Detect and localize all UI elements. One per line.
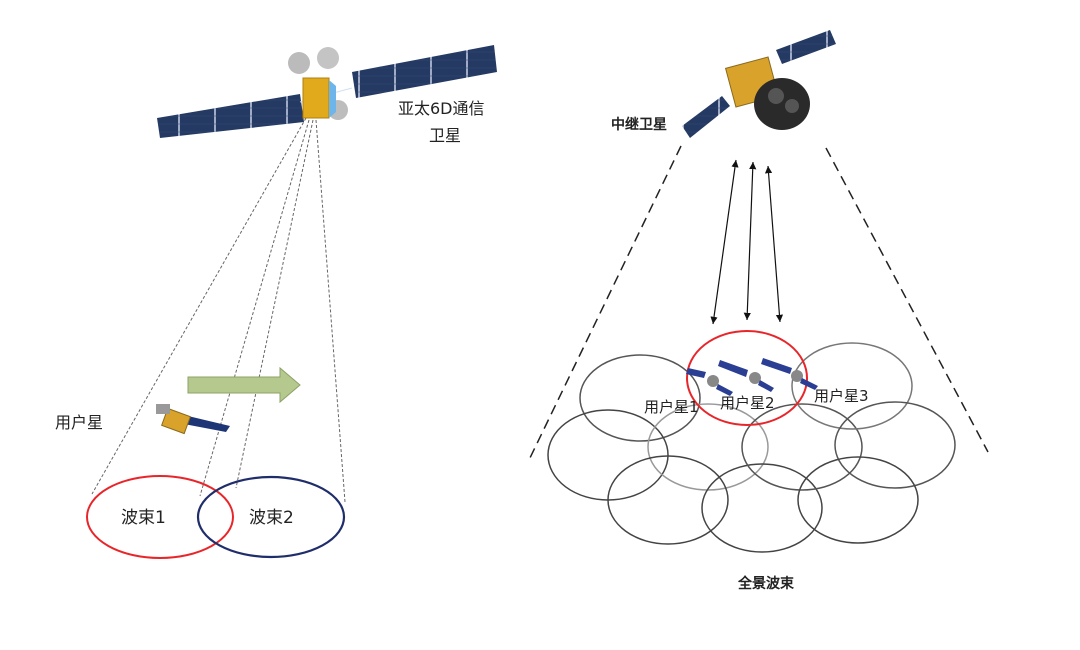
beam1-ellipse — [86, 475, 234, 559]
user-satellite-3-label: 用户星3 — [814, 387, 869, 405]
user-satellite-label: 用户星 — [55, 413, 103, 432]
relay-link-arrows — [710, 159, 784, 325]
beam-line — [91, 117, 307, 495]
beam2-label: 波束2 — [249, 508, 294, 528]
coverage-line-left — [527, 145, 682, 463]
user-satellite-icon-3 — [761, 358, 818, 390]
panoramic-beam-cells — [547, 342, 956, 553]
beam-cell — [797, 456, 919, 544]
beam-line — [235, 119, 314, 489]
link-arrow — [764, 165, 784, 323]
user-satellite-icon-1 — [686, 368, 733, 396]
coverage-line-right — [825, 147, 989, 453]
geo-beam-lines — [91, 117, 346, 503]
beam-line — [199, 119, 310, 497]
geo-satellite-icon — [157, 45, 497, 138]
beam-line — [315, 119, 346, 503]
user-satellite-2-label: 用户星2 — [720, 394, 775, 412]
movement-arrow-icon — [187, 366, 301, 404]
beam-cell — [834, 401, 956, 489]
geo-satellite-label: 亚太6D通信 — [398, 99, 485, 118]
beam-cell — [701, 463, 823, 553]
link-arrow — [710, 159, 739, 325]
highlight-beam-ellipse — [686, 330, 808, 426]
beam-cell — [741, 403, 863, 491]
link-arrow — [743, 161, 757, 321]
beam1-label: 波束1 — [121, 508, 166, 528]
coverage-boundary-lines — [527, 145, 989, 463]
geo-satellite-label-2: 卫星 — [429, 126, 461, 145]
beam-cell — [647, 403, 769, 491]
relay-satellite-label: 中继卫星 — [611, 116, 667, 133]
beam-cell — [791, 342, 913, 430]
user-satellite-icon-2 — [718, 360, 774, 392]
user-satellite-icon — [156, 404, 230, 435]
beam2-ellipse — [196, 475, 346, 559]
beam-cell — [579, 354, 701, 442]
relay-satellite-icon — [682, 30, 836, 138]
beam-cell — [547, 409, 669, 501]
beam-cell — [607, 455, 729, 545]
user-satellite-1-label: 用户星1 — [644, 398, 699, 416]
panoramic-beam-label: 全景波束 — [737, 575, 795, 592]
